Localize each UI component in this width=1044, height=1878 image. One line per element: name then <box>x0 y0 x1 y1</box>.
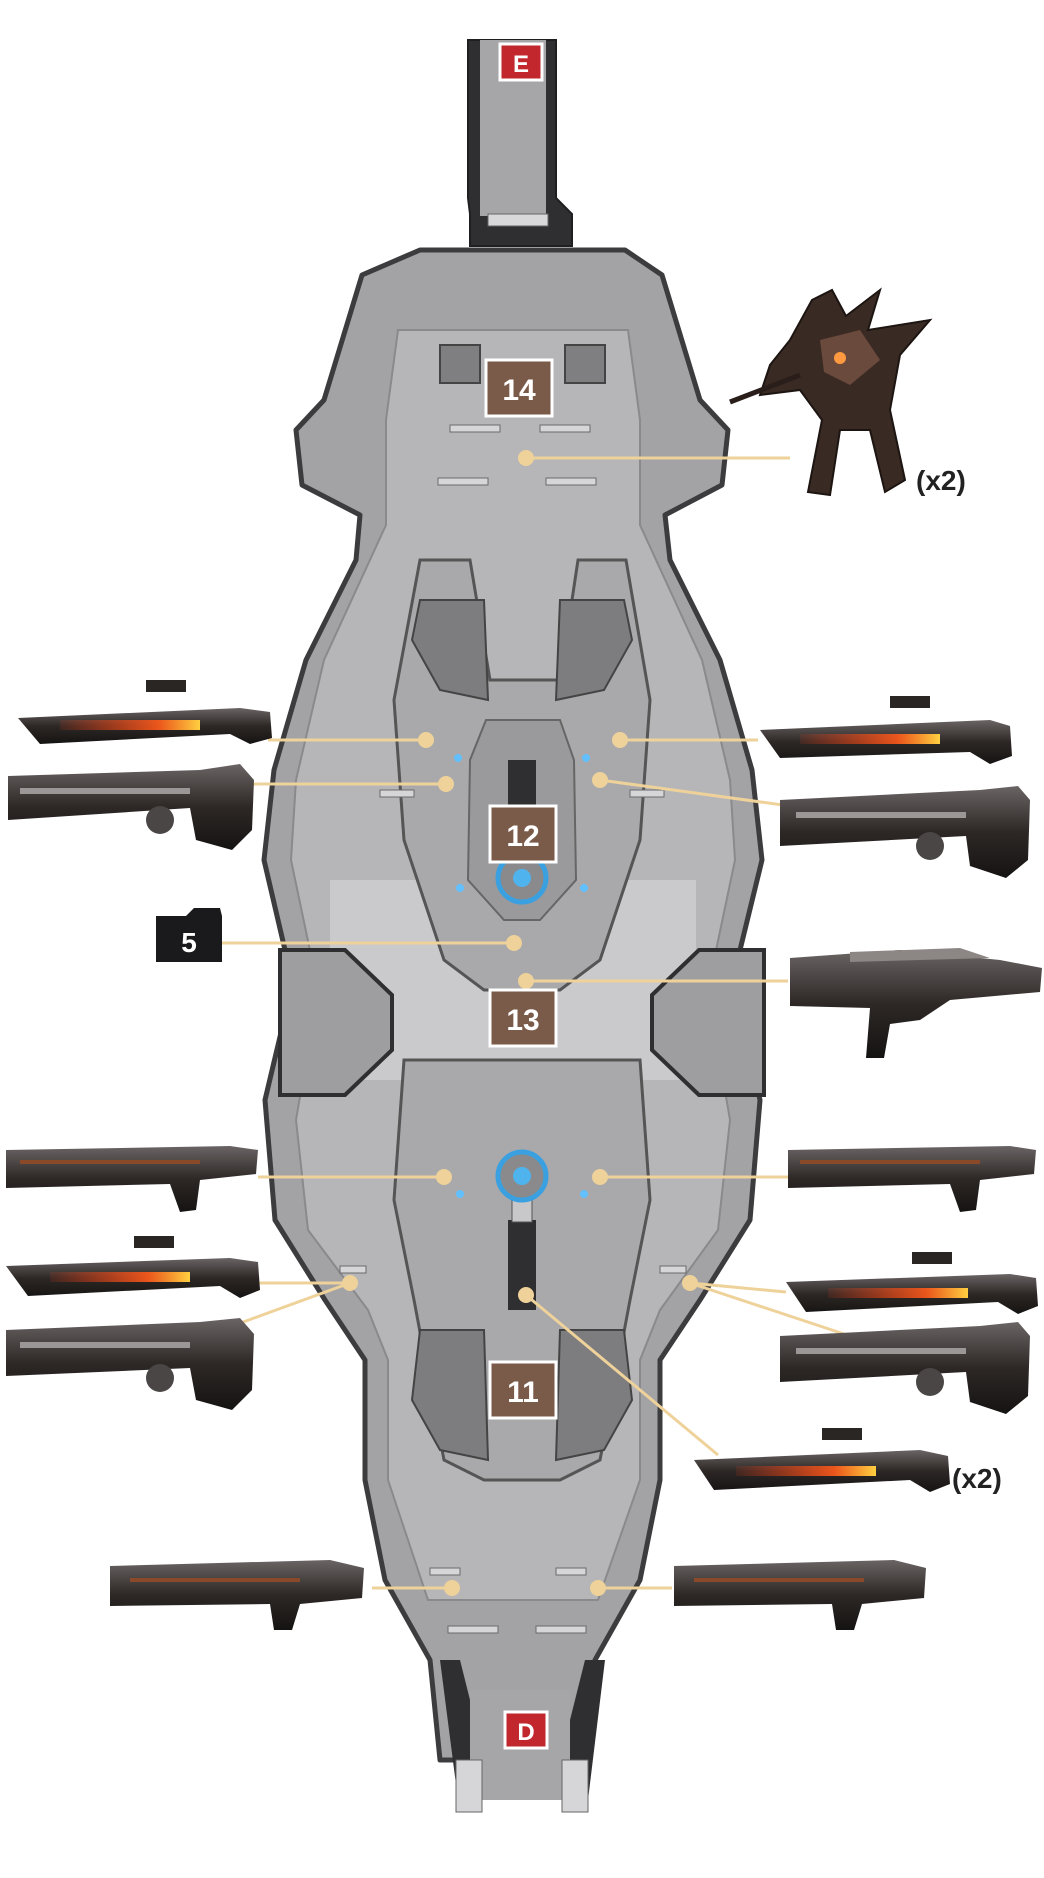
room-13-label: 13 <box>506 1004 539 1037</box>
incineration-cannon-icon <box>6 1236 260 1298</box>
room-11-label: 11 <box>507 1376 539 1409</box>
promethean-knight-icon: (x2) <box>729 287 966 497</box>
exit-e-label: E <box>513 51 529 78</box>
intel-label: 5 <box>181 927 197 958</box>
callout-dots <box>342 450 698 1596</box>
east-pod <box>650 948 766 1097</box>
incineration-cannon-icon <box>18 680 272 744</box>
light-rifle-icon <box>6 1318 254 1410</box>
boltshot-icon <box>110 1560 364 1630</box>
callout-lines <box>222 456 851 1590</box>
enemy-count-label: (x2) <box>916 465 966 496</box>
exit-marker-d: D <box>503 1710 549 1750</box>
boltshot-icon <box>674 1560 926 1630</box>
exit-marker-e: E <box>498 42 544 82</box>
ship-hull <box>261 39 766 1813</box>
light-rifle-icon <box>780 1322 1030 1414</box>
incineration-cannon-icon <box>786 1252 1038 1314</box>
weapon-count-label: (x2) <box>952 1463 1002 1494</box>
intel-folder-marker: 5 <box>156 908 222 962</box>
room-14-label: 14 <box>502 374 536 407</box>
room-label-14: 14 <box>484 358 554 418</box>
incineration-cannon-icon: (x2) <box>694 1428 1002 1494</box>
room-12-label: 12 <box>506 820 539 853</box>
light-rifle-icon <box>780 786 1030 878</box>
room-label-13: 13 <box>488 988 558 1048</box>
room-label-12: 12 <box>488 804 558 864</box>
suppressor-icon <box>788 1146 1036 1212</box>
suppressor-icon <box>6 1146 258 1212</box>
scattershot-icon <box>790 948 1042 1058</box>
exit-d-label: D <box>517 1719 534 1746</box>
room-label-11: 11 <box>488 1360 558 1420</box>
light-rifle-icon <box>8 764 254 850</box>
west-pod <box>278 948 394 1097</box>
incineration-cannon-icon <box>760 696 1012 764</box>
